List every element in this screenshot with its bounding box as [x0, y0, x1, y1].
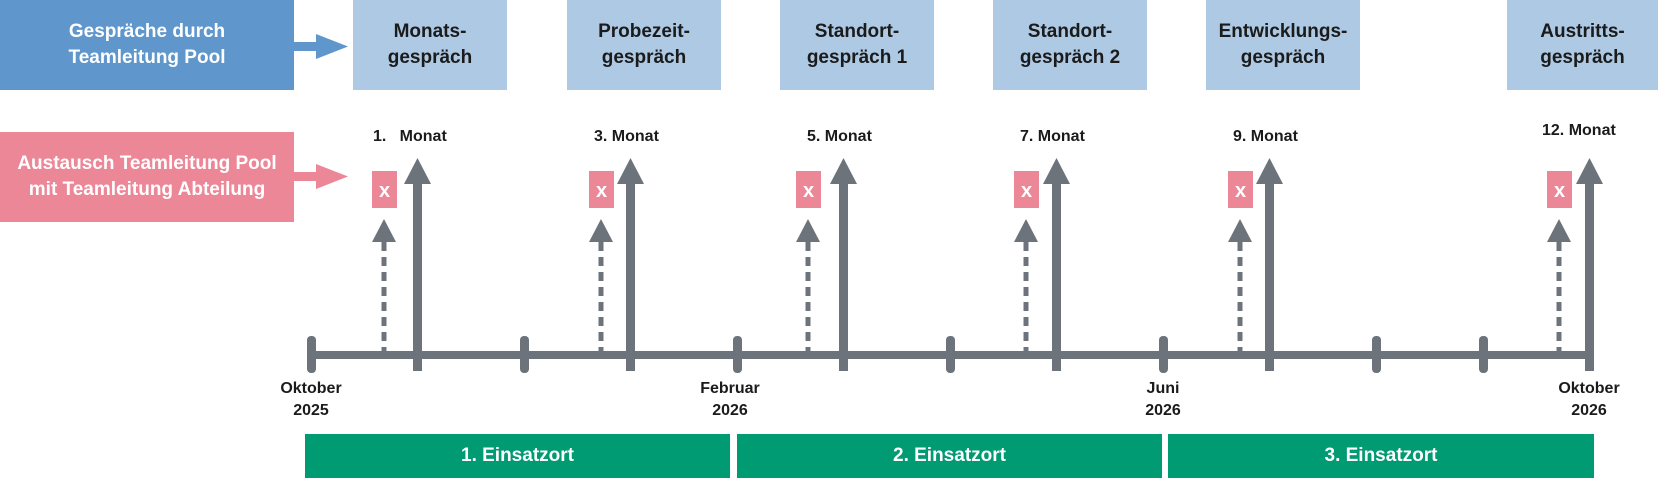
timeline-axis — [307, 336, 1591, 373]
talk-box-monatsgespraech: Monats- gespräch — [353, 0, 507, 90]
date-label-okt-2025: Oktober 2025 — [280, 380, 342, 419]
exchange-marker-3 — [796, 171, 821, 208]
exchange-marker-label-1: x — [379, 180, 390, 202]
exchange-marker-6 — [1547, 171, 1572, 208]
exchange-marker-label-3: x — [803, 180, 814, 202]
exchange-label: Austausch Teamleitung Pool mit Teamleitu… — [0, 132, 294, 222]
date-label-feb-2026: Februar 2026 — [700, 380, 760, 419]
date-label-okt-2026: Oktober 2026 — [1558, 380, 1620, 419]
date-label-jun-2026: Juni 2026 — [1145, 380, 1181, 419]
month-label-3: 3. Monat — [594, 128, 659, 145]
exchange-marker-label-2: x — [596, 180, 607, 202]
month-label-7: 7. Monat — [1020, 128, 1085, 145]
exchange-marker-2 — [589, 171, 614, 208]
talk-arrow-month-5 — [830, 158, 857, 371]
location-bar-2: 2. Einsatzort — [737, 434, 1162, 478]
talk-box-entwicklungsgespraech: Entwicklungs- gespräch — [1206, 0, 1360, 90]
exchange-marker-label-5: x — [1235, 180, 1246, 202]
pool-talks-arrow-icon — [294, 34, 348, 59]
pool-talks-label: Gespräche durch Teamleitung Pool — [0, 0, 294, 90]
exchange-marker-label-6: x — [1554, 180, 1565, 202]
talk-arrow-month-12 — [1576, 158, 1603, 371]
exchange-marker-1 — [372, 171, 397, 208]
month-label-9: 9. Monat — [1233, 128, 1298, 145]
talk-arrow-month-1 — [404, 158, 431, 371]
month-label-1: 1. Monat — [373, 128, 447, 145]
talk-arrow-month-3 — [617, 158, 644, 371]
exchange-marker-4 — [1014, 171, 1039, 208]
exchange-marker-label-4: x — [1021, 180, 1032, 202]
talk-box-standortgespraech-2: Standort- gespräch 2 — [993, 0, 1147, 90]
location-bar-1: 1. Einsatzort — [305, 434, 730, 478]
talk-arrow-month-7 — [1043, 158, 1070, 371]
month-label-12: 12. Monat — [1542, 122, 1616, 139]
location-bar-3: 3. Einsatzort — [1168, 434, 1594, 478]
talk-box-probezeitgespraech: Probezeit- gespräch — [567, 0, 721, 90]
talk-box-standortgespraech-1: Standort- gespräch 1 — [780, 0, 934, 90]
talk-box-austrittsgespraech: Austritts- gespräch — [1507, 0, 1658, 90]
exchange-marker-5 — [1228, 171, 1253, 208]
talk-arrow-month-9 — [1256, 158, 1283, 371]
exchange-arrow-icon — [294, 164, 348, 189]
month-label-5: 5. Monat — [807, 128, 872, 145]
